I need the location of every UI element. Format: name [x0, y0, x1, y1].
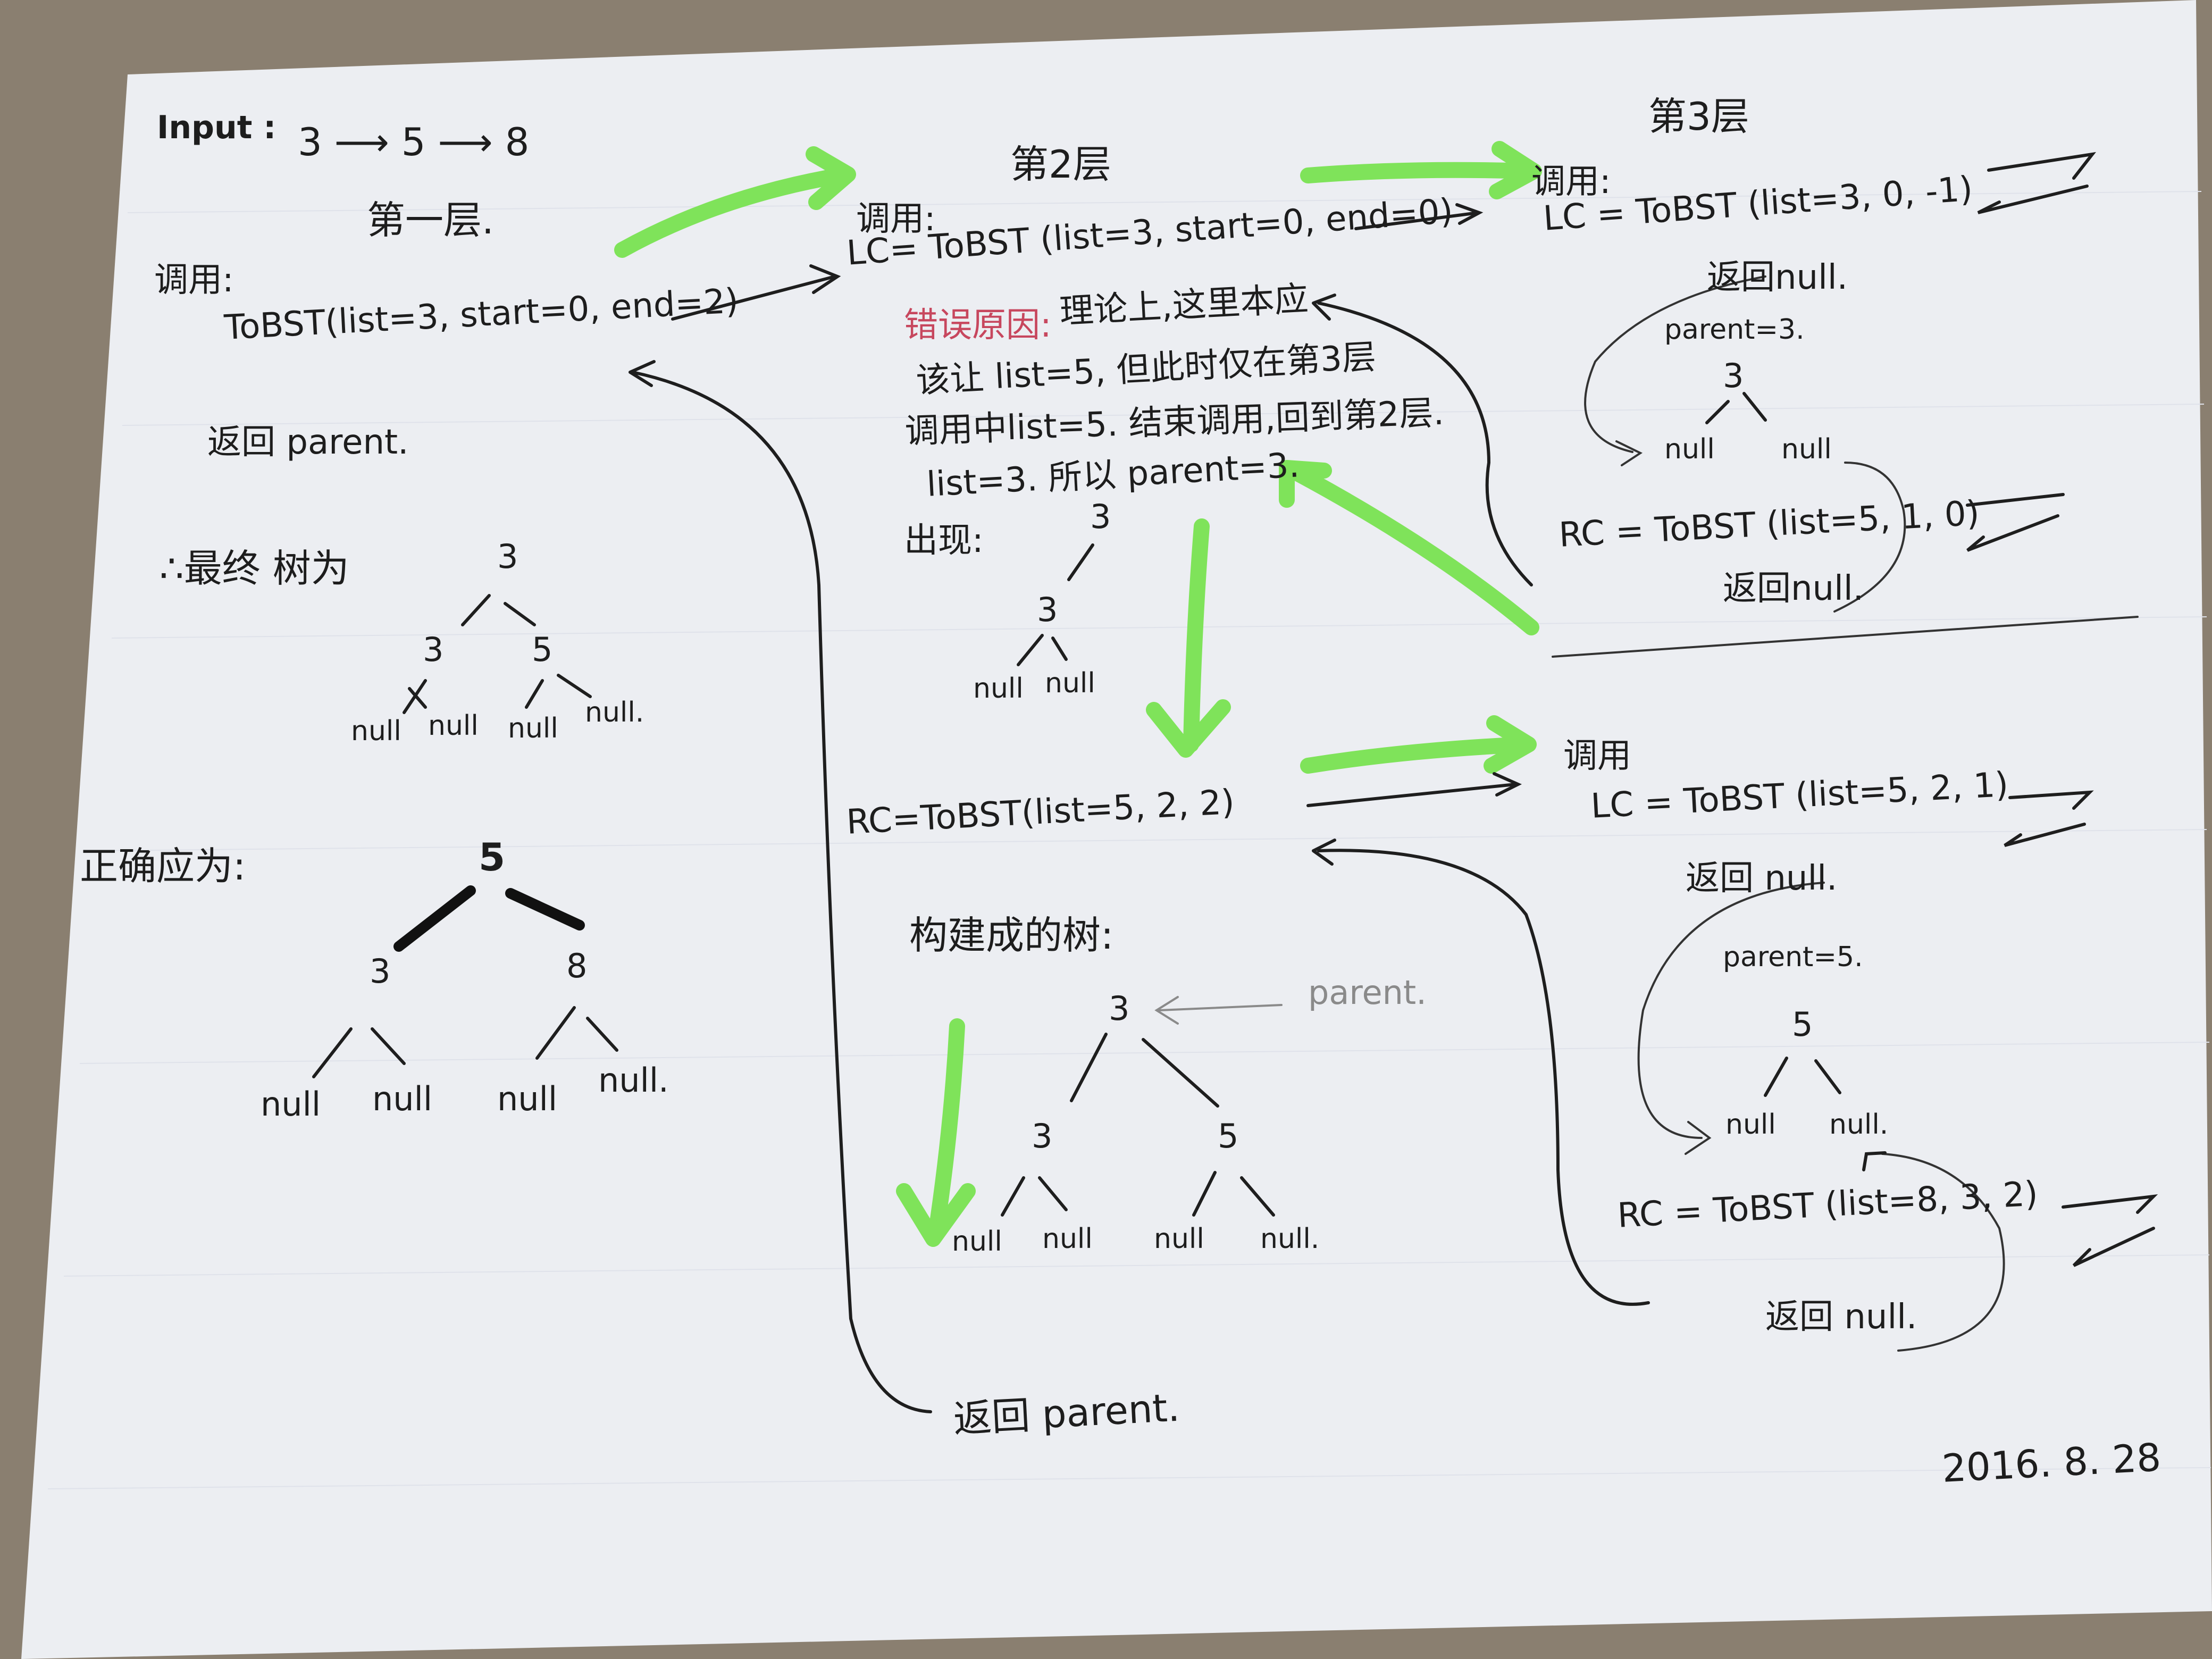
correct-tree-left: 3	[370, 952, 391, 991]
arrow-layer2-to-layer3-top	[1300, 162, 1539, 183]
appear-label: 出现:	[904, 521, 984, 560]
layer3-bottom-tree-root: 5	[1792, 1005, 1813, 1044]
layer1-returns: 返回 parent.	[207, 423, 409, 462]
layer3-top-rc-return: 返回null.	[1723, 569, 1864, 608]
tree-edges	[312, 392, 1841, 1217]
layer2-call-label: 调用:	[856, 199, 936, 239]
layer3-bottom-rc-return: 返回 null.	[1765, 1297, 1917, 1337]
arrow-layer1-to-layer2	[614, 167, 848, 258]
built-tree-root: 3	[1109, 989, 1130, 1028]
correct-tree-leaf: null	[372, 1079, 433, 1118]
correct-tree-leaf: null	[261, 1085, 321, 1124]
appear-tree-leaf: null	[1045, 667, 1095, 699]
layer3-flow-curves	[1584, 275, 2005, 1352]
correct-tree-leaf: null.	[598, 1061, 669, 1100]
appear-tree-child: 3	[1037, 590, 1058, 629]
final-tree-root: 3	[497, 537, 518, 576]
paper-sheet	[21, 0, 2212, 1659]
final-tree-leaf: null	[351, 715, 401, 747]
correct-tree-root: 5	[479, 835, 506, 879]
input-label: Input :	[157, 109, 276, 146]
layer3-divider	[1552, 616, 2139, 658]
built-tree-leaf: null.	[1260, 1223, 1320, 1255]
final-tree-right: 5	[532, 630, 553, 669]
arrow-down-to-return	[928, 1018, 965, 1242]
arrow-return-to-layer2	[1289, 465, 1539, 635]
layer3-bottom-parent: parent=5.	[1723, 941, 1863, 973]
correct-tree-leaf: null	[497, 1079, 558, 1118]
layer3-bottom-tree-leaf: null	[1725, 1109, 1776, 1141]
layer3-top-tree-leaf: null	[1664, 433, 1715, 465]
green-arrows	[614, 141, 1542, 1247]
final-tree-leaf: null	[428, 710, 479, 742]
parent-note: parent.	[1308, 973, 1427, 1012]
layer1-title: 第一层.	[367, 198, 494, 242]
layer3-bottom-tree-leaf: null.	[1829, 1109, 1889, 1141]
appear-tree-leaf: null	[973, 673, 1024, 705]
built-tree-leaf: null	[1042, 1223, 1093, 1255]
ink-call-arrows	[671, 152, 2158, 1267]
built-tree-leaf: null	[952, 1226, 1002, 1258]
correct-label: 正确应为:	[80, 844, 246, 889]
layer3-bottom-lc-return: 返回 null.	[1686, 859, 1838, 898]
parent-pointer-arrow	[1158, 1004, 1283, 1011]
layer3-top-lc-return: 返回null.	[1707, 258, 1848, 297]
layer3-bottom-call-label: 调用	[1563, 736, 1631, 776]
final-tree-left: 3	[423, 630, 444, 669]
layer3-title: 第3层	[1648, 94, 1749, 139]
input-sequence: 3 ⟶ 5 ⟶ 8	[298, 120, 530, 164]
layer3-top-tree-root: 3	[1723, 356, 1744, 395]
layer3-top-call-label: 调用:	[1531, 162, 1611, 202]
final-tree-label: ∴最终 树为	[160, 546, 349, 591]
correct-tree-right: 8	[566, 946, 588, 985]
appear-tree-root: 3	[1090, 497, 1111, 536]
layer3-top-tree-leaf: null	[1781, 433, 1832, 465]
layer2-returns: 返回 parent.	[952, 1385, 1181, 1442]
built-tree-left: 3	[1032, 1117, 1053, 1155]
return-curves	[629, 294, 1650, 1413]
arrow-down-to-rc	[1183, 518, 1210, 752]
layer1-call-label: 调用:	[154, 261, 234, 300]
built-tree-right: 5	[1218, 1117, 1239, 1155]
error-label: 错误原因:	[904, 306, 1052, 345]
arrow-layer2-to-layer3-bottom	[1300, 736, 1534, 774]
built-tree-label: 构建成的树:	[909, 913, 1114, 958]
layer3-top-parent: parent=3.	[1664, 314, 1805, 346]
built-tree-leaf: null	[1154, 1223, 1204, 1255]
layer2-title: 第2层	[1010, 142, 1111, 187]
final-tree-leaf: null.	[585, 697, 644, 728]
final-tree-leaf: null	[508, 713, 558, 744]
